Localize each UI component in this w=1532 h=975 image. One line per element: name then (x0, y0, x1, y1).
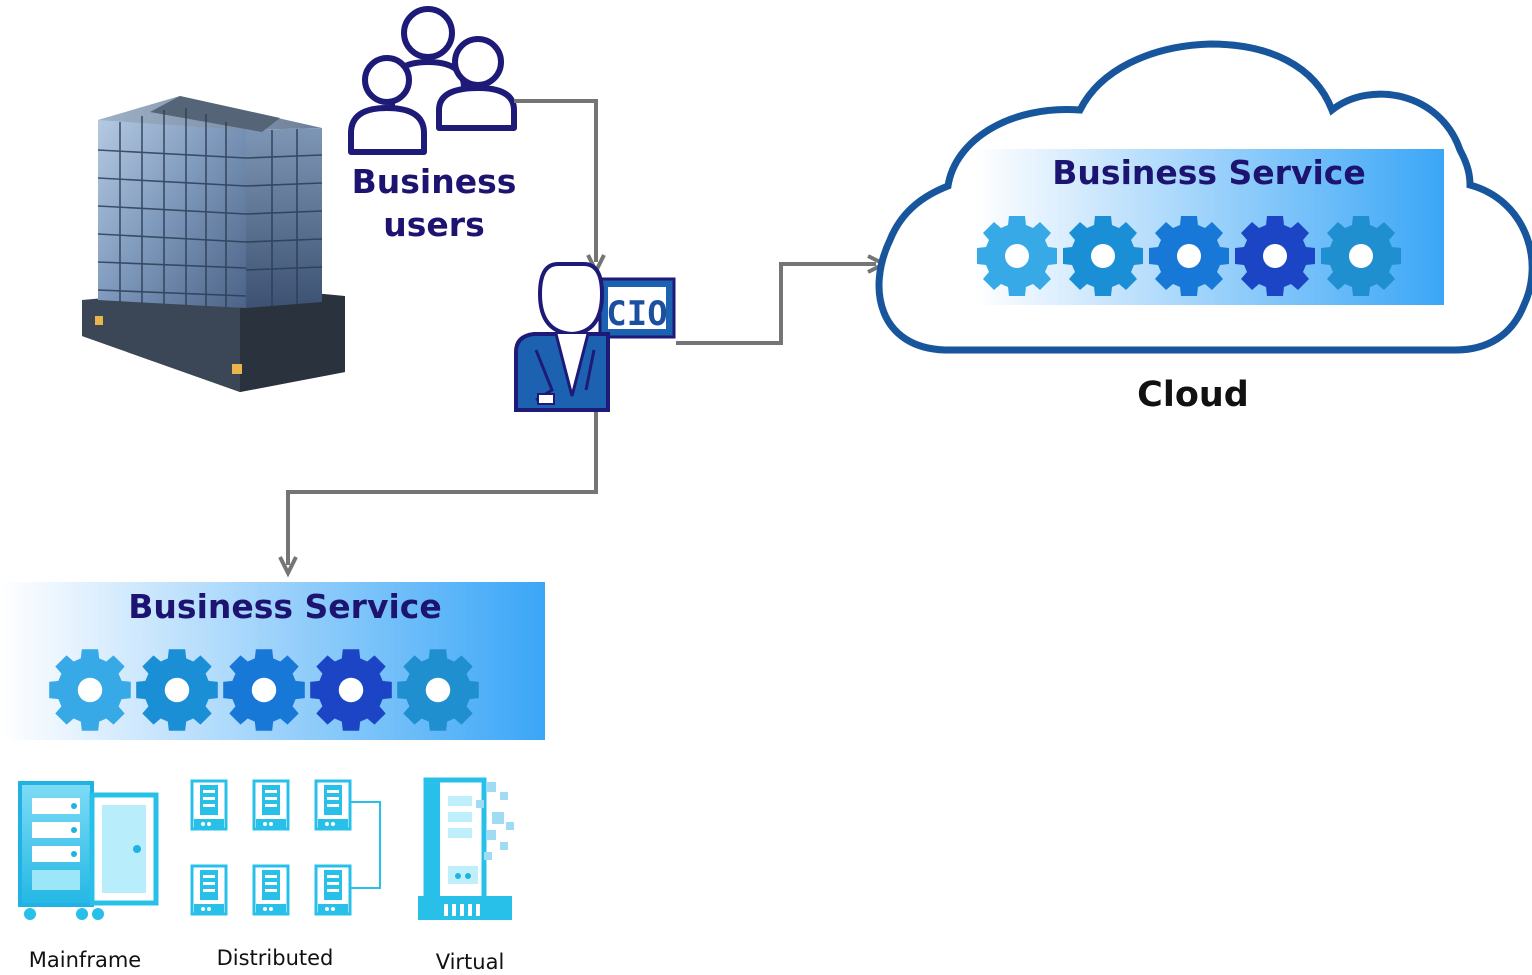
cloud-gear-row (977, 216, 1401, 296)
distributed-servers-icon (190, 779, 381, 916)
connector-cio-to-cloud (676, 262, 876, 345)
business-users-label-line2: users (383, 205, 485, 244)
distributed-link-line (348, 801, 381, 889)
gear-icon (1149, 216, 1229, 296)
arrowhead-down-onprem (278, 556, 298, 578)
distributed-label: Distributed (216, 946, 334, 970)
connector-cio-to-onprem (286, 412, 598, 565)
onprem-business-service-title: Business Service (128, 587, 442, 626)
server-rack-icon (252, 779, 290, 831)
gear-icon (1063, 216, 1143, 296)
onprem-gear-row (49, 649, 479, 731)
connector-users-to-cio (514, 99, 598, 262)
virtual-server-icon (418, 777, 514, 920)
business-users-label-line1: Business (351, 162, 517, 201)
server-rack-icon (252, 864, 290, 916)
gear-icon (223, 649, 305, 731)
server-rack-icon (190, 779, 228, 831)
gear-icon (397, 649, 479, 731)
cio-badge-text: CIO (606, 294, 667, 334)
office-building-icon (82, 96, 345, 392)
gear-icon (977, 216, 1057, 296)
cio-person-icon (514, 262, 676, 412)
gear-icon (1235, 216, 1315, 296)
gear-icon (310, 649, 392, 731)
mainframe-label: Mainframe (28, 948, 142, 972)
server-rack-icon (314, 864, 352, 916)
gear-icon (49, 649, 131, 731)
gear-icon (1321, 216, 1401, 296)
users-group-icon (348, 6, 517, 155)
gear-icon (136, 649, 218, 731)
cloud-business-service-title: Business Service (1052, 153, 1366, 192)
server-rack-icon (314, 779, 352, 831)
mainframe-icon (18, 781, 159, 920)
virtual-label: Virtual (435, 950, 505, 974)
cloud-label: Cloud (1137, 375, 1249, 415)
server-rack-icon (190, 864, 228, 916)
